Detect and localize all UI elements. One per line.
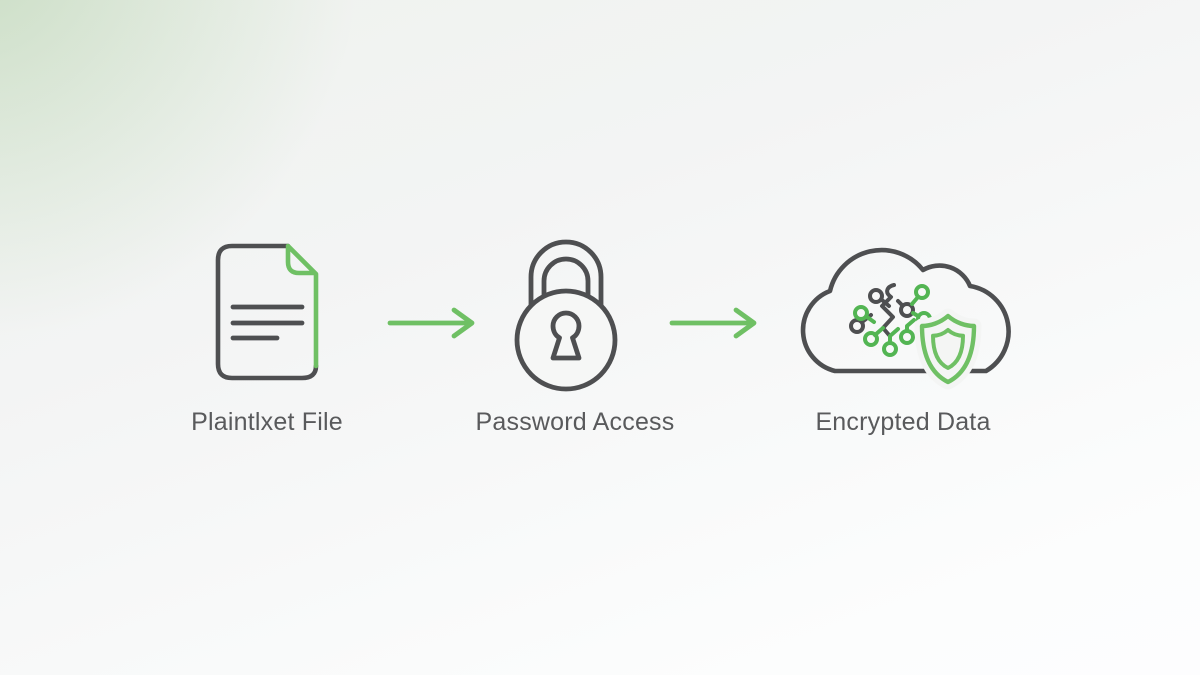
keyhole [550, 310, 582, 361]
lock-shackle-outer [528, 239, 604, 315]
shield-icon [919, 313, 977, 385]
lock-shackle-inner [541, 256, 591, 315]
circuit-dark-traces [849, 283, 915, 337]
arrow-right-icon [669, 307, 757, 339]
document-text-lines [230, 304, 305, 341]
step-label-password-access: Password Access [475, 408, 675, 436]
lock-body [514, 288, 618, 392]
padlock-icon [514, 239, 618, 392]
step-label-encrypted-data: Encrypted Data [815, 408, 991, 436]
cloud-icon [800, 247, 1011, 374]
arrow-right-icon [387, 307, 475, 339]
document-outline [215, 243, 319, 381]
cloud-circuit-shield-icon [800, 247, 1011, 390]
step-label-plaintext-file: Plaintlxet File [191, 408, 343, 436]
document-icon [215, 243, 319, 381]
document-fold [285, 243, 319, 369]
shield-inner-outline [931, 328, 965, 370]
